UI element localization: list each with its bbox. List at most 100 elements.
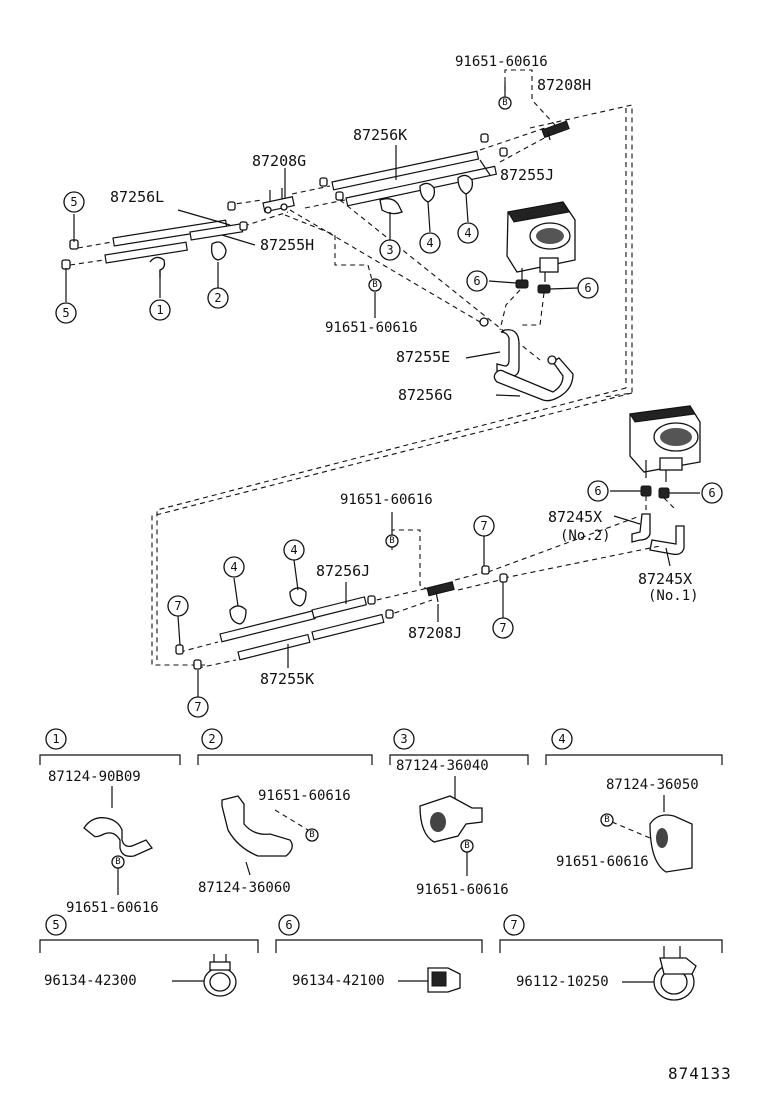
callout-7-d: 7 [187, 696, 209, 718]
label-87208G: 87208G [252, 152, 306, 170]
label-87255J: 87255J [500, 166, 554, 184]
callout-7-a: 7 [473, 515, 495, 537]
callout-4-lower-b: 4 [283, 539, 305, 561]
svg-text:5: 5 [70, 195, 77, 209]
svg-text:B: B [115, 857, 120, 867]
label-87256J: 87256J [316, 562, 370, 580]
svg-text:6: 6 [473, 274, 480, 288]
svg-text:7: 7 [510, 918, 517, 932]
svg-text:6: 6 [708, 486, 715, 500]
svg-text:7: 7 [174, 599, 181, 613]
svg-text:B: B [372, 280, 377, 290]
svg-text:4: 4 [558, 732, 565, 746]
label-87256G: 87256G [398, 386, 452, 404]
detail-panel-3: 3 87124-36040 B 91651-60616 [389, 728, 529, 898]
svg-text:6: 6 [285, 918, 292, 932]
detail-7-part: 96112-10250 [516, 974, 609, 990]
svg-text:B: B [389, 536, 394, 546]
callout-6-lower-a: 6 [587, 480, 609, 502]
callout-6-upper-a: 6 [466, 270, 488, 292]
label-87245X-no2: 87245X [548, 508, 602, 526]
detail-5-part: 96134-42300 [44, 973, 137, 989]
callout-5-a: 5 [63, 191, 85, 213]
label-87208J: 87208J [408, 624, 462, 642]
bolt-marker-mid: B [368, 278, 382, 292]
label-87256K: 87256K [353, 126, 407, 144]
svg-text:3: 3 [400, 732, 407, 746]
detail-panel-1: 1 87124-90B09 B 91651-60616 [39, 728, 181, 916]
assembly-outline-link [151, 392, 633, 666]
bracket-4b-lower [289, 559, 307, 607]
svg-text:B: B [309, 830, 314, 840]
callout-2-upper: 2 [207, 287, 229, 309]
detail-panel-4: 4 87124-36050 B 91651-60616 [545, 728, 723, 873]
detail-2-bolt: 91651-60616 [258, 788, 351, 804]
label-87255K: 87255K [260, 670, 314, 688]
bracket-4a-upper [419, 182, 436, 233]
bracket-4b-upper [457, 174, 474, 223]
callout-6-upper-b: 6 [577, 277, 599, 299]
hose-clamps-upper [61, 133, 508, 270]
hose-87256G [493, 357, 574, 402]
label-91651-lower: 91651-60616 [340, 492, 433, 508]
label-87256L: 87256L [110, 188, 164, 206]
figure-reference: 874133 [668, 1064, 732, 1083]
pipe-87256K [331, 150, 480, 191]
detail-panel-2: 2 B 91651-60616 87124-36060 [197, 728, 373, 896]
svg-text:6: 6 [594, 484, 601, 498]
label-87255H: 87255H [260, 236, 314, 254]
svg-text:7: 7 [480, 519, 487, 533]
detail-panel-6: 6 96134-42100 [275, 914, 483, 993]
hose-87245X-no2 [631, 513, 651, 543]
detail-3-part: 87124-36040 [396, 758, 489, 774]
callout-1-upper: 1 [149, 299, 171, 321]
label-87255E: 87255E [396, 348, 450, 366]
svg-text:1: 1 [156, 303, 163, 317]
pipe-87256J [219, 596, 368, 643]
bracket-2-upper [210, 241, 227, 288]
callout-7-c: 7 [167, 595, 189, 617]
detail-2-part: 87124-36060 [198, 880, 291, 896]
svg-text:2: 2 [214, 291, 221, 305]
hose-87245X-no1 [649, 525, 685, 556]
detail-4-bolt: 91651-60616 [556, 854, 649, 870]
callout-4-upper-a: 4 [419, 232, 441, 254]
hose-clamps-lower [175, 565, 508, 670]
bolt-marker-top: B [498, 96, 512, 110]
label-no2: (No.2) [560, 528, 611, 544]
blower-unit-lower [629, 405, 701, 482]
svg-text:B: B [502, 98, 507, 108]
detail-4-part: 87124-36050 [606, 777, 699, 793]
label-no1: (No.1) [648, 588, 699, 604]
callout-6-lower-b: 6 [701, 482, 723, 504]
connector-87208J [426, 581, 455, 603]
pipe-87255H [104, 223, 244, 264]
svg-text:2: 2 [208, 732, 215, 746]
svg-text:6: 6 [584, 281, 591, 295]
detail-panel-5: 5 96134-42300 [39, 914, 259, 997]
connector-87208G [262, 188, 295, 214]
blower-unit-upper [506, 201, 576, 285]
label-87208H: 87208H [537, 76, 591, 94]
fitting-6-lower [610, 485, 700, 515]
connector-87208H [541, 120, 570, 141]
callout-5-b: 5 [55, 302, 77, 324]
detail-panel-7: 7 96112-10250 [499, 914, 723, 1001]
svg-text:3: 3 [386, 243, 393, 257]
bracket-1-upper [149, 256, 166, 298]
svg-text:5: 5 [52, 918, 59, 932]
fitting-6-upper [479, 279, 579, 365]
label-87245X-no1: 87245X [638, 570, 692, 588]
svg-text:4: 4 [290, 543, 297, 557]
svg-text:4: 4 [230, 560, 237, 574]
assembly-outline-top [529, 104, 633, 398]
bracket-3-upper [379, 198, 403, 240]
svg-text:4: 4 [464, 226, 471, 240]
bracket-4a-lower [229, 577, 247, 625]
bolt-marker-lower: B [385, 534, 399, 548]
svg-text:1: 1 [52, 732, 59, 746]
label-91651-top: 91651-60616 [455, 54, 548, 70]
detail-3-bolt: 91651-60616 [416, 882, 509, 898]
svg-text:7: 7 [499, 621, 506, 635]
